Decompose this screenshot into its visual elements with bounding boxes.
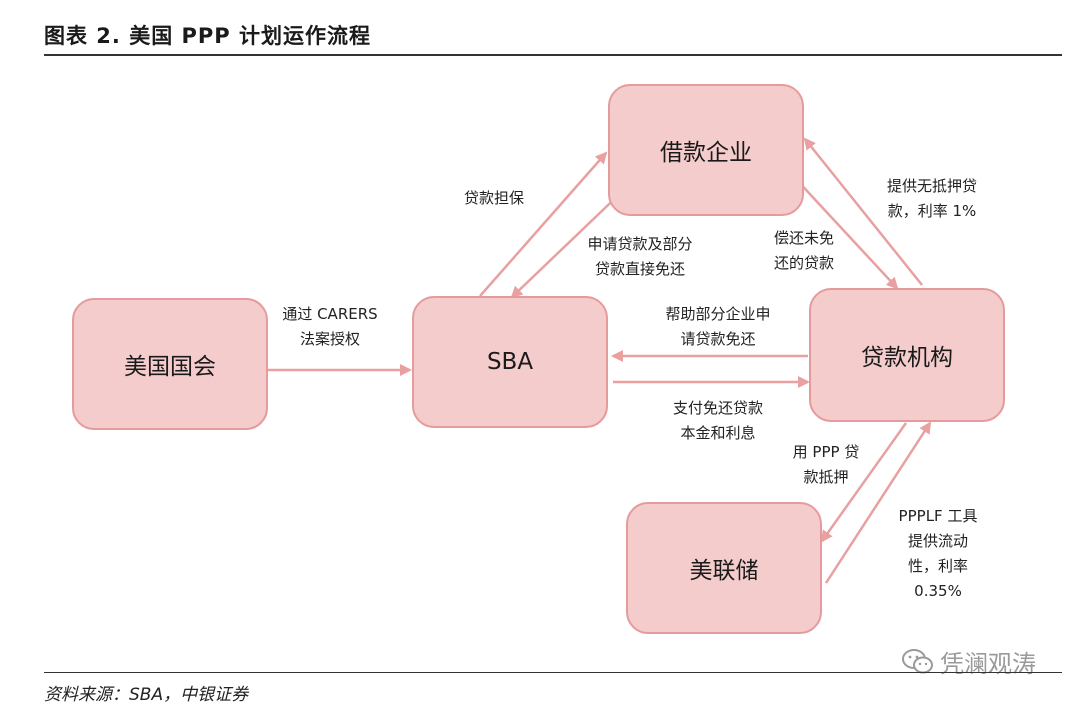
arrow-lender-to-fed — [820, 422, 908, 543]
label-sba-to-borrower: 贷款担保 — [463, 189, 525, 207]
arrow-borrower-to-lender — [794, 177, 899, 290]
figure-title: 图表 2. 美国 PPP 计划运作流程 — [44, 24, 372, 48]
label-congress-to-sba: 通过 CARERS 法案授权 — [282, 305, 378, 348]
label-sba-to-lender: 支付免还贷款 本金和利息 — [672, 399, 764, 442]
node-fed: 美联储 — [626, 502, 822, 634]
label-lender-to-fed: 用 PPP 贷 款抵押 — [792, 443, 860, 486]
label-borrower-to-sba: 申请贷款及部分 贷款直接免还 — [587, 235, 693, 278]
watermark-text: 凭澜观涛 — [940, 650, 1036, 678]
node-borrower: 借款企业 — [608, 84, 804, 216]
wechat-icon — [902, 648, 933, 673]
label-lender-to-sba: 帮助部分企业申 请贷款免还 — [665, 305, 771, 348]
arrow-sba-to-borrower — [479, 151, 608, 297]
source-note: 资料来源：SBA，中银证券 — [44, 685, 249, 705]
label-lender-to-borrower: 提供无抵押贷 款，利率 1% — [886, 177, 978, 220]
arrow-fed-to-lender — [824, 421, 932, 584]
node-congress: 美国国会 — [72, 298, 268, 430]
watermark: 凭澜观涛 — [902, 644, 1036, 679]
source-divider — [44, 672, 1062, 673]
title-divider — [44, 54, 1062, 56]
node-lender: 贷款机构 — [809, 288, 1005, 422]
node-sba: SBA — [412, 296, 608, 428]
arrow-lender-to-borrower — [803, 137, 923, 286]
label-fed-to-lender: PPPLF 工具 提供流动 性，利率 0.35% — [898, 507, 978, 600]
arrow-borrower-to-sba — [510, 185, 629, 299]
label-borrower-to-lender: 偿还未免 还的贷款 — [773, 229, 835, 272]
